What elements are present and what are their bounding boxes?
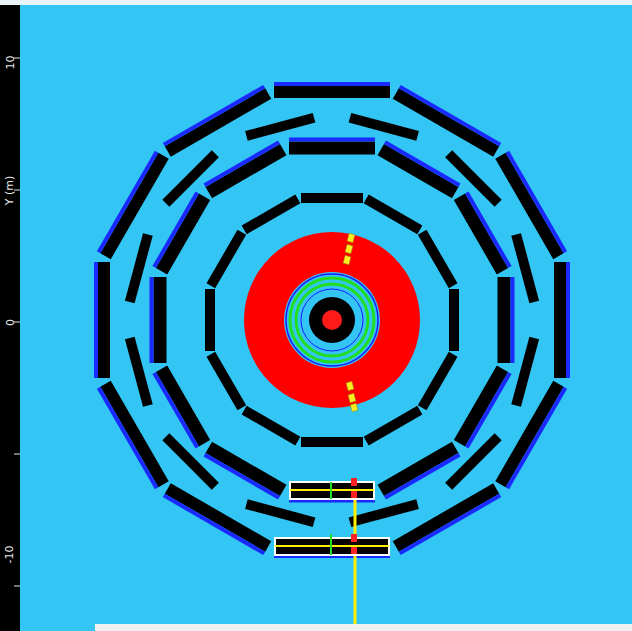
muon-chamber bbox=[554, 262, 570, 378]
muon-chamber bbox=[207, 230, 247, 289]
muon-chamber bbox=[511, 233, 539, 303]
muon-chamber bbox=[378, 442, 461, 500]
axis-label: -10 bbox=[5, 545, 16, 563]
muon-chamber bbox=[163, 85, 271, 157]
muon-chamber bbox=[301, 437, 363, 447]
muon-chamber bbox=[393, 85, 501, 157]
muon-chamber bbox=[207, 352, 247, 411]
muon-chamber bbox=[125, 233, 153, 303]
axis-label: 0 bbox=[5, 319, 16, 326]
muon-chamber bbox=[245, 113, 315, 141]
tracker-ring bbox=[290, 278, 374, 362]
muon-chamber bbox=[274, 82, 390, 98]
muon-chamber bbox=[204, 140, 287, 198]
muon-chamber bbox=[204, 442, 287, 500]
axis-label: 10 bbox=[5, 55, 16, 69]
bottom-panel bbox=[95, 624, 632, 631]
muon-chamber bbox=[449, 289, 459, 351]
muon-chamber bbox=[152, 366, 210, 449]
axis-label: Y (m) bbox=[5, 175, 16, 205]
hcal-ring bbox=[244, 232, 420, 408]
muon-chamber bbox=[97, 151, 169, 259]
muon-chamber bbox=[301, 193, 363, 203]
muon-chamber bbox=[162, 150, 219, 207]
calo-hits bbox=[343, 233, 358, 411]
muon-chamber bbox=[418, 352, 458, 411]
muon-chamber bbox=[495, 381, 567, 489]
muon-chamber bbox=[454, 192, 512, 275]
muon-chamber bbox=[150, 277, 167, 363]
muon-chamber bbox=[94, 262, 110, 378]
muon-track bbox=[275, 478, 389, 631]
beam-spot bbox=[322, 310, 342, 330]
muon-chamber bbox=[97, 381, 169, 489]
muon-chamber bbox=[364, 195, 423, 235]
muon-chamber bbox=[364, 406, 423, 446]
muon-chamber bbox=[495, 151, 567, 259]
muon-chamber bbox=[242, 406, 301, 446]
muon-chamber bbox=[418, 230, 458, 289]
muon-chamber bbox=[378, 140, 461, 198]
muon-chamber bbox=[245, 499, 315, 527]
muon-chamber bbox=[242, 195, 301, 235]
muon-chamber bbox=[163, 483, 271, 555]
pixel-core bbox=[309, 297, 355, 343]
muon-stations bbox=[94, 82, 570, 558]
muon-chamber bbox=[289, 138, 375, 155]
muon-chamber bbox=[445, 433, 502, 490]
axis-strip bbox=[0, 5, 20, 631]
muon-chamber bbox=[454, 366, 512, 449]
muon-chamber bbox=[125, 337, 153, 407]
gap-ring bbox=[284, 272, 380, 368]
inner-ring bbox=[301, 289, 363, 351]
muon-chamber bbox=[205, 289, 215, 351]
muon-chamber bbox=[349, 499, 419, 527]
muon-chamber bbox=[445, 150, 502, 207]
muon-chamber bbox=[393, 483, 501, 555]
muon-chamber bbox=[498, 277, 515, 363]
muon-chamber bbox=[511, 337, 539, 407]
tracker-ring bbox=[296, 284, 368, 356]
muon-chamber bbox=[349, 113, 419, 141]
muon-chamber bbox=[162, 433, 219, 490]
top-border bbox=[0, 0, 632, 5]
solenoid bbox=[286, 274, 378, 366]
muon-chamber bbox=[152, 192, 210, 275]
